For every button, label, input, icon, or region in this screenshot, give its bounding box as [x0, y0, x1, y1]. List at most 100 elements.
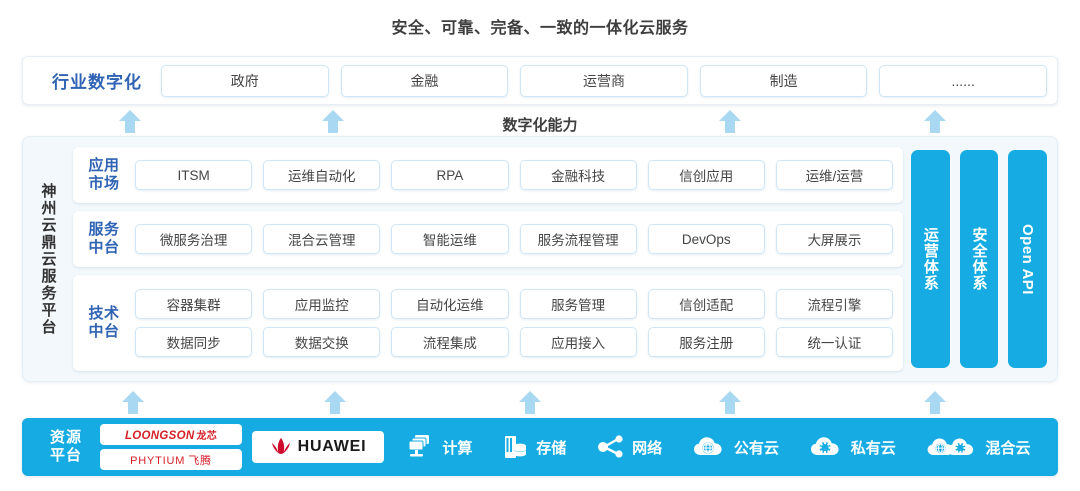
- resource-item-label: 私有云: [850, 439, 896, 457]
- huawei-logo: HUAWEI: [252, 431, 384, 463]
- resource-item-hybrid-cloud[interactable]: 混合云: [927, 435, 1031, 459]
- resource-item-label: 计算: [442, 439, 473, 457]
- resource-item-network[interactable]: 网络: [597, 434, 662, 460]
- row-grid: 容器集群 应用监控 自动化运维 服务管理 信创适配 流程引擎 数据同步 数据交换…: [135, 289, 894, 357]
- chip-item[interactable]: 容器集群: [135, 289, 253, 319]
- row-grid: 微服务治理 混合云管理 智能运维 服务流程管理 DevOps 大屏展示: [135, 224, 894, 254]
- chip-item[interactable]: 应用接入: [519, 327, 637, 357]
- chip-item[interactable]: 服务注册: [647, 327, 765, 357]
- row-technical-platform: 技术 中台 容器集群 应用监控 自动化运维 服务管理 信创适配 流程引擎: [73, 275, 903, 371]
- platform-body: 应用 市场 ITSM 运维自动化 RPA 金融科技 信创应用 运维/运营: [73, 137, 1057, 381]
- row-label-technical-platform: 技术 中台: [73, 305, 135, 340]
- chip-item[interactable]: 流程引擎: [775, 289, 894, 319]
- industry-item[interactable]: 运营商: [520, 64, 688, 97]
- industry-item[interactable]: 政府: [161, 64, 329, 97]
- phytium-logo-text: PHYTIUM: [130, 454, 186, 467]
- resource-item-public-cloud[interactable]: 公有云: [693, 435, 779, 459]
- row-label-line1: 服务: [88, 221, 120, 239]
- resource-item-label: 混合云: [985, 439, 1031, 457]
- chip-item[interactable]: RPA: [391, 160, 509, 190]
- resource-item-private-cloud[interactable]: 私有云: [810, 435, 896, 459]
- platform-vertical-label: 神州云鼎云服务平台: [39, 182, 57, 336]
- resource-platform-label: 资源 平台: [34, 429, 98, 465]
- resource-label-line2: 平台: [49, 447, 82, 464]
- storage-icon: [503, 434, 529, 460]
- resource-label-line1: 资源: [49, 429, 82, 446]
- platform-panel: 神州云鼎云服务平台 应用 市场 ITSM 运维自动化 RPA 金融科技: [22, 136, 1058, 382]
- up-arrow-icon: [517, 389, 543, 415]
- resource-item-label: 公有云: [733, 439, 779, 457]
- chip-item[interactable]: 服务管理: [519, 289, 637, 319]
- row-label-application-market: 应用 市场: [73, 157, 135, 192]
- resource-item-label: 存储: [536, 439, 567, 457]
- industry-items: 政府 金融 运营商 制造 ......: [161, 64, 1047, 97]
- row-label-line2: 中台: [88, 239, 120, 256]
- industry-band: 行业数字化 政府 金融 运营商 制造 ......: [22, 56, 1058, 105]
- public-cloud-icon: [693, 435, 727, 459]
- chip-item[interactable]: 信创适配: [647, 289, 765, 319]
- row-label-line2: 中台: [88, 323, 120, 340]
- industry-item[interactable]: 金融: [340, 64, 509, 97]
- chip-item[interactable]: 数据同步: [135, 327, 253, 357]
- chip-item[interactable]: DevOps: [647, 224, 765, 254]
- chip-line: ITSM 运维自动化 RPA 金融科技 信创应用 运维/运营: [135, 160, 894, 190]
- up-arrow-icon: [322, 389, 348, 415]
- chip-item[interactable]: 应用监控: [263, 289, 381, 319]
- loongson-logo-cn: 龙芯: [196, 431, 218, 442]
- chip-item[interactable]: 数据交换: [263, 327, 381, 357]
- pillar-open-api[interactable]: Open API: [1008, 150, 1048, 368]
- resource-items: 计算 存储: [392, 434, 1046, 460]
- row-label-line2: 市场: [88, 175, 120, 192]
- row-label-line1: 应用: [88, 157, 120, 175]
- huawei-logo-text: HUAWEI: [297, 438, 367, 455]
- pillar-security[interactable]: 安全体系: [959, 150, 999, 368]
- chip-item[interactable]: 运维/运营: [775, 160, 894, 190]
- chip-item[interactable]: 智能运维: [391, 224, 509, 254]
- chip-item[interactable]: 混合云管理: [263, 224, 381, 254]
- servers-icon: [407, 434, 435, 460]
- platform-pillars: 运营体系 安全体系 Open API: [911, 147, 1048, 371]
- chip-item[interactable]: 大屏展示: [775, 224, 894, 254]
- phytium-logo-cn: 飞腾: [188, 454, 212, 467]
- chip-item[interactable]: 金融科技: [519, 160, 637, 190]
- chip-item[interactable]: 自动化运维: [391, 289, 509, 319]
- hybrid-cloud-icon: [927, 435, 979, 459]
- chip-item[interactable]: ITSM: [135, 160, 253, 190]
- chip-item[interactable]: 服务流程管理: [519, 224, 637, 254]
- huawei-flower-icon: [271, 438, 290, 454]
- up-arrow-icon: [922, 389, 948, 415]
- chip-item[interactable]: 流程集成: [391, 327, 509, 357]
- resource-item-compute[interactable]: 计算: [407, 434, 472, 460]
- row-label-service-platform: 服务 中台: [73, 221, 135, 256]
- row-application-market: 应用 市场 ITSM 运维自动化 RPA 金融科技 信创应用 运维/运营: [73, 147, 903, 203]
- industry-band-label: 行业数字化: [52, 73, 142, 92]
- up-arrow-icon: [117, 108, 143, 134]
- pillar-operations[interactable]: 运营体系: [911, 150, 950, 368]
- row-grid: ITSM 运维自动化 RPA 金融科技 信创应用 运维/运营: [135, 160, 894, 190]
- up-arrow-icon: [120, 389, 146, 415]
- up-arrow-icon: [320, 108, 346, 134]
- resource-item-label: 网络: [632, 439, 663, 457]
- chip-item[interactable]: 统一认证: [775, 327, 894, 357]
- chip-item[interactable]: 运维自动化: [263, 160, 381, 190]
- resource-item-storage[interactable]: 存储: [503, 434, 566, 460]
- platform-rows: 应用 市场 ITSM 运维自动化 RPA 金融科技 信创应用 运维/运营: [73, 147, 903, 371]
- industry-item[interactable]: 制造: [699, 64, 868, 97]
- capability-label: 数字化能力: [502, 117, 578, 134]
- row-service-platform: 服务 中台 微服务治理 混合云管理 智能运维 服务流程管理 DevOps 大屏展…: [73, 211, 903, 267]
- chip-item[interactable]: 微服务治理: [135, 224, 253, 254]
- loongson-logo-text: LOONGSON: [124, 430, 195, 442]
- up-arrow-icon: [717, 108, 743, 134]
- chip-item[interactable]: 信创应用: [647, 160, 765, 190]
- up-arrow-icon: [717, 389, 743, 415]
- network-icon: [597, 434, 625, 460]
- industry-item[interactable]: ......: [879, 64, 1047, 97]
- row-label-line1: 技术: [88, 305, 120, 323]
- up-arrow-icon: [922, 108, 948, 134]
- private-cloud-icon: [810, 435, 844, 459]
